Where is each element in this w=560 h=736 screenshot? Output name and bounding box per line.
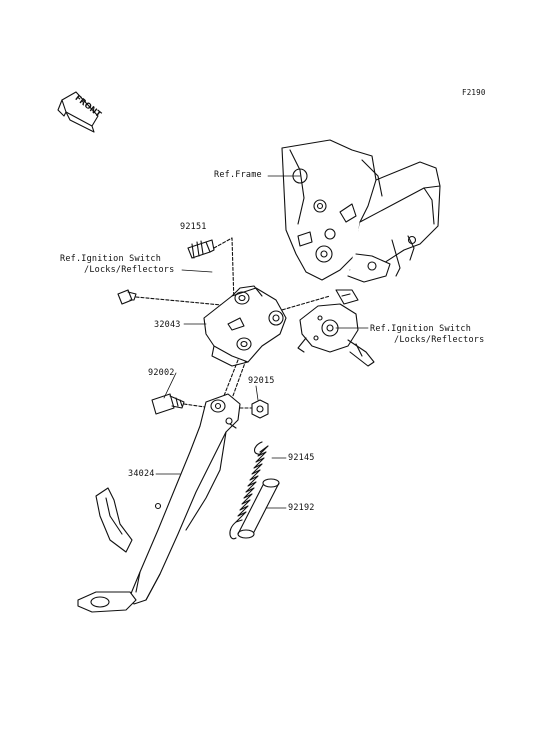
bolt-92002 [151, 393, 213, 415]
side-stand-34024 [77, 393, 241, 613]
label-92015: 92015 [248, 376, 275, 386]
label-ref-ignition-right-line2: /Locks/Reflectors [394, 335, 485, 345]
label-32043: 32043 [154, 320, 181, 330]
label-ref-ignition-left-line1: Ref.Ignition Switch [60, 254, 162, 264]
label-ref-ignition-right-line1: Ref.Ignition Switch [370, 324, 472, 334]
frame-part [281, 139, 441, 283]
figure-code: F2190 [462, 88, 486, 97]
label-92151: 92151 [180, 222, 207, 232]
spring-92145 [229, 441, 269, 540]
label-92192: 92192 [288, 503, 315, 513]
front-arrow-icon: FRONT [57, 91, 103, 133]
label-92145: 92145 [288, 453, 315, 463]
spacer-92192 [237, 478, 280, 539]
label-ref-ignition-left-line2: /Locks/Reflectors [84, 265, 175, 275]
label-leaders [155, 175, 369, 509]
label-ref-frame: Ref.Frame [214, 170, 262, 180]
label-34024: 34024 [128, 469, 155, 479]
bolt-side-left [117, 289, 233, 307]
label-92002: 92002 [148, 368, 175, 378]
bracket-32043 [203, 285, 287, 367]
ignition-switch-assembly [297, 289, 375, 367]
bolt-92151 [187, 239, 215, 259]
nut-92015 [239, 399, 269, 419]
